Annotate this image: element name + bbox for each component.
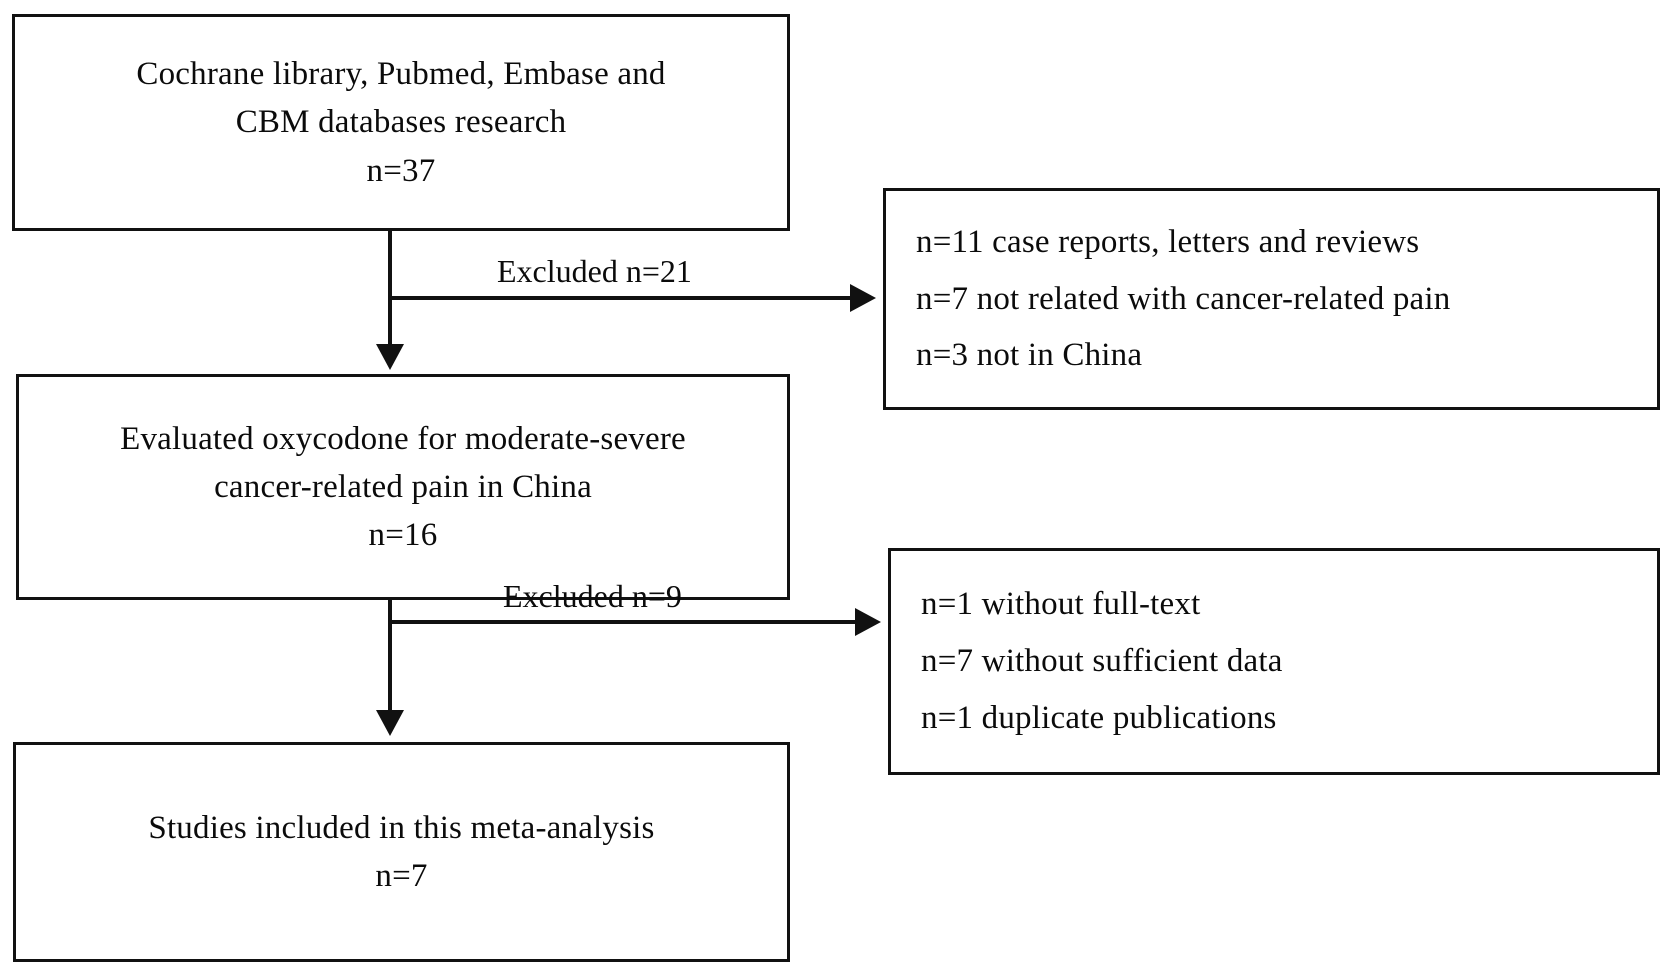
identification-line-2: CBM databases research bbox=[235, 104, 567, 141]
identification-line-1: Cochrane library, Pubmed, Embase and bbox=[136, 56, 666, 93]
exclusion-second-line-1: n=1 without full-text bbox=[921, 586, 1201, 623]
arrowhead-right-to-exclusion-first bbox=[850, 284, 876, 312]
box-exclusion-second: n=1 without full-text n=7 without suffic… bbox=[888, 548, 1660, 775]
exclusion-first-line-1: n=11 case reports, letters and reviews bbox=[916, 223, 1420, 260]
edge-label-excluded-first: Excluded n=21 bbox=[497, 253, 692, 289]
screening-line-2: cancer-related pain in China bbox=[214, 468, 592, 505]
edge-label-excluded-second: Excluded n=9 bbox=[503, 578, 682, 614]
exclusion-second-line-3: n=1 duplicate publications bbox=[921, 699, 1277, 736]
arrowhead-right-to-exclusion-second bbox=[855, 608, 881, 636]
exclusion-second-line-2: n=7 without sufficient data bbox=[921, 643, 1283, 680]
box-included: Studies included in this meta-analysis n… bbox=[13, 742, 790, 962]
connector-identification-to-screening bbox=[388, 231, 392, 350]
box-screening: Evaluated oxycodone for moderate-severe … bbox=[16, 374, 790, 600]
connector-to-exclusion-first bbox=[390, 296, 853, 300]
connector-screening-to-included bbox=[388, 600, 392, 716]
exclusion-first-line-2: n=7 not related with cancer-related pain bbox=[916, 280, 1451, 317]
box-exclusion-first: n=11 case reports, letters and reviews n… bbox=[883, 188, 1660, 410]
box-identification: Cochrane library, Pubmed, Embase and CBM… bbox=[12, 14, 790, 231]
arrowhead-down-to-included bbox=[376, 710, 404, 736]
screening-line-1: Evaluated oxycodone for moderate-severe bbox=[120, 420, 686, 457]
exclusion-first-line-3: n=3 not in China bbox=[916, 337, 1143, 374]
included-line-1: Studies included in this meta-analysis bbox=[148, 809, 655, 846]
screening-count: n=16 bbox=[368, 517, 438, 554]
included-count: n=7 bbox=[375, 858, 428, 894]
identification-count: n=37 bbox=[366, 152, 436, 189]
arrowhead-down-to-screening bbox=[376, 344, 404, 370]
connector-to-exclusion-second bbox=[390, 620, 858, 624]
